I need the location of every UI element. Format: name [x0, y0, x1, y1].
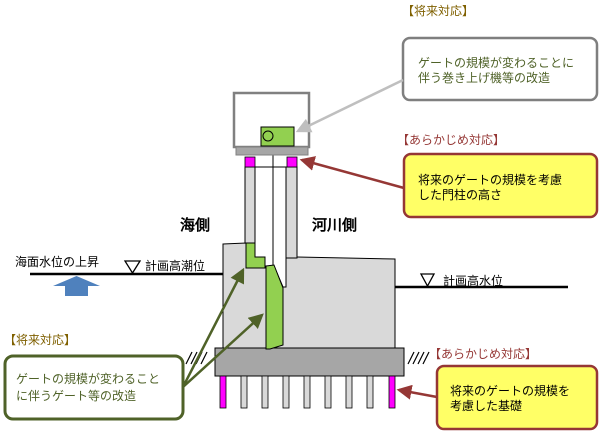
pillar-callout-box: [402, 152, 599, 219]
rise-arrow-icon: [53, 276, 100, 296]
pillar-callout-line: した門柱の高さ: [418, 187, 502, 202]
piles: [219, 375, 396, 409]
design-high-water-label: 計画高水位: [443, 273, 503, 288]
pile: [303, 375, 311, 409]
gate-tag: 【将来対応】: [4, 333, 76, 347]
gate-arrow-upper: [181, 267, 245, 388]
pillar-left: [244, 166, 256, 244]
pile: [282, 375, 290, 409]
pillar-arrow: [299, 156, 405, 190]
pile: [366, 375, 374, 409]
high-water-triangle-icon: [419, 273, 436, 288]
gate-arrow-lower: [182, 313, 264, 388]
high-tide-triangle-icon: [123, 260, 142, 275]
sea-side-label: 海側: [180, 216, 210, 234]
pile-magenta: [219, 375, 227, 409]
gate-callout-box: [3, 354, 185, 421]
gate-callout-line: ゲートの規模が変わること: [16, 371, 160, 386]
design-high-tide-label: 計画高潮位: [145, 258, 205, 273]
pillar-extension-left: [244, 156, 256, 168]
foundation-callout-line: 考慮した基礎: [450, 399, 522, 413]
hoist-callout-line: ゲートの規模が変わることに: [418, 55, 574, 70]
pillar-extension-right: [286, 156, 298, 168]
pillar-callout-line: 将来のゲートの規模を考慮: [418, 172, 562, 187]
sea-level-rise-label: 海面水位の上昇: [15, 254, 99, 269]
pillar-tag: 【あらかじめ対応】: [397, 133, 505, 147]
pile: [240, 375, 248, 409]
gate-upper-leaf: [245, 242, 266, 269]
river-side-label: 河川側: [312, 216, 357, 234]
hoist-drum-icon: [262, 130, 274, 142]
foundation-callout-box: [435, 364, 599, 431]
hoist-callout-line: 伴う巻き上げ機等の改造: [418, 70, 550, 85]
foundation-arrow: [396, 384, 438, 400]
foundation-callout-line: 将来のゲートの規模を: [450, 383, 570, 398]
pillar-right: [285, 166, 298, 259]
operation-deck: [235, 146, 309, 156]
hoist-callout-box: [401, 36, 599, 102]
foundation-slab: [214, 347, 405, 377]
gate-lower-leaf: [265, 264, 284, 350]
pile: [261, 375, 269, 409]
hoist-machine: [260, 126, 295, 147]
hoist-arrow: [295, 78, 404, 133]
gate-callout-line: に伴うゲート等の改造: [16, 389, 136, 403]
hoist-tag: 【将来対応】: [402, 4, 474, 18]
pile: [324, 375, 332, 409]
foundation-tag: 【あらかじめ対応】: [429, 347, 537, 361]
pile: [345, 375, 353, 409]
ground-hatch-right: [407, 351, 430, 365]
pile-magenta: [388, 375, 396, 409]
